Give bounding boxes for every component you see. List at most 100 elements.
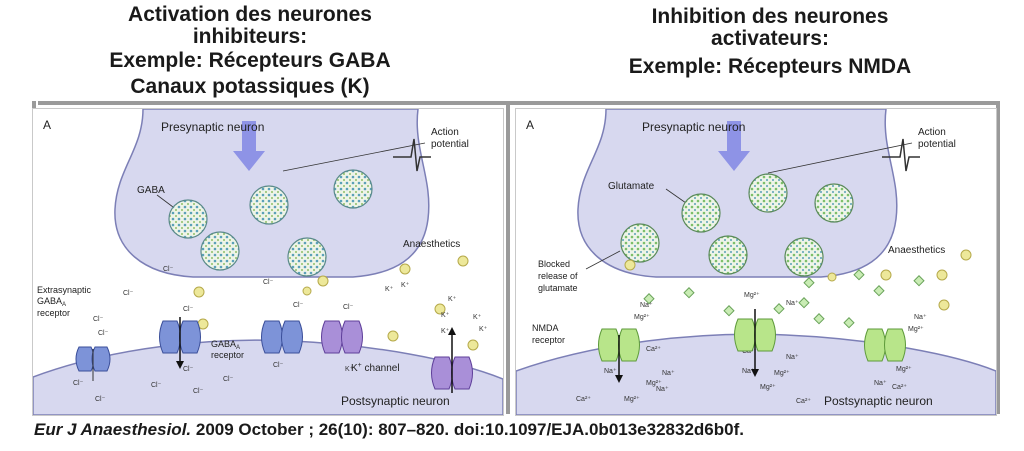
svg-text:Mg²⁺: Mg²⁺ [908, 326, 924, 333]
impulse-arrow [718, 121, 750, 171]
svg-text:Na⁺: Na⁺ [786, 300, 799, 307]
vesicle [620, 223, 660, 263]
citation-details: 2009 October ; 26(10): 807–820. doi:10.1… [191, 420, 744, 439]
anaesthetic-molecules [193, 255, 479, 351]
potassium-efflux-channel [431, 327, 473, 393]
heading-left: Activation des neurones inhibiteurs: Exe… [30, 4, 470, 98]
vesicle [168, 199, 208, 239]
svg-text:Na⁺: Na⁺ [742, 368, 755, 375]
nmda-label-1: NMDA [532, 323, 559, 333]
nmda-receptor-3 [864, 328, 906, 362]
svg-text:Ca²⁺: Ca²⁺ [796, 398, 811, 405]
action-potential-leader [282, 142, 426, 172]
synaptic-gaba-receptor [159, 317, 201, 369]
presynaptic-label: Presynaptic neuron [642, 120, 745, 134]
gaba-a-label-2: receptor [211, 350, 244, 360]
action-potential-label-2: potential [918, 139, 956, 150]
gaba-label: GABA [137, 185, 165, 196]
svg-text:Cl⁻: Cl⁻ [98, 330, 109, 337]
blocked-label-3: glutamate [538, 283, 578, 293]
svg-text:Mg²⁺: Mg²⁺ [624, 396, 640, 403]
svg-text:K⁺: K⁺ [385, 286, 394, 293]
magnesium-ions: Mg²⁺Mg²⁺Mg²⁺ Mg²⁺Mg²⁺Mg²⁺ Mg²⁺Mg²⁺ [624, 292, 924, 403]
sodium-ions: Na⁺Na⁺Na⁺ Na⁺Na⁺Na⁺ Na⁺Na⁺Na⁺ [604, 300, 927, 393]
svg-text:Mg²⁺: Mg²⁺ [744, 292, 760, 299]
vesicle [814, 183, 854, 223]
svg-text:Cl⁻: Cl⁻ [151, 382, 162, 389]
svg-text:Ca²⁺: Ca²⁺ [646, 346, 661, 353]
nmda-diagram: A Presynaptic neuron Action potential Gl… [515, 108, 997, 416]
presynaptic-label: Presynaptic neuron [161, 120, 264, 134]
svg-text:Cl⁻: Cl⁻ [73, 380, 84, 387]
middle-border-bar [506, 101, 510, 414]
nmda-receptor-1 [598, 328, 640, 383]
svg-text:Cl⁻: Cl⁻ [223, 376, 234, 383]
panel-letter: A [526, 118, 534, 132]
glutamate-leader [665, 188, 687, 204]
nmda-diagram-panel: A Presynaptic neuron Action potential Gl… [515, 108, 997, 416]
top-divider [38, 101, 996, 105]
svg-text:Mg²⁺: Mg²⁺ [774, 370, 790, 377]
svg-text:Na⁺: Na⁺ [656, 386, 669, 393]
gaba-a-label-1: GABAA [211, 339, 240, 351]
vesicle [708, 235, 748, 275]
vesicle [249, 185, 289, 225]
svg-text:Mg²⁺: Mg²⁺ [646, 380, 662, 387]
svg-text:Na⁺: Na⁺ [640, 302, 653, 309]
svg-text:K⁺: K⁺ [448, 296, 457, 303]
blocked-leader [585, 250, 621, 270]
svg-text:Cl⁻: Cl⁻ [183, 366, 194, 373]
postsynaptic-label: Postsynaptic neuron [341, 394, 450, 408]
action-potential-label-1: Action [918, 127, 946, 138]
potassium-ions: K⁺K⁺K⁺ K⁺K⁺K⁺ K⁺K⁺ [345, 282, 488, 373]
heading-left-line3: Exemple: Récepteurs GABA [109, 49, 391, 72]
nmda-label-2: receptor [532, 335, 565, 345]
anaesthetics-label: Anaesthetics [888, 245, 945, 256]
action-potential-label-2: potential [431, 139, 469, 150]
heading-right: Inhibition des neurones activateurs: Exe… [540, 6, 1000, 78]
heading-right-line3: Exemple: Récepteurs NMDA [628, 55, 912, 78]
citation-journal: Eur J Anaesthesiol. [34, 420, 192, 439]
svg-text:Cl⁻: Cl⁻ [163, 266, 174, 273]
svg-text:Cl⁻: Cl⁻ [123, 290, 134, 297]
right-border-bar [996, 101, 1000, 414]
glutamate-molecules [643, 269, 925, 329]
svg-text:Cl⁻: Cl⁻ [193, 388, 204, 395]
postsynaptic-label: Postsynaptic neuron [824, 394, 933, 408]
heading-left-line1: Activation des neurones [128, 3, 372, 26]
citation: Eur J Anaesthesiol. 2009 October ; 26(10… [34, 420, 744, 440]
svg-text:Ca²⁺: Ca²⁺ [576, 396, 591, 403]
nmda-receptor-2 [734, 309, 776, 377]
vesicle [748, 173, 788, 213]
vesicle [287, 237, 327, 277]
heading-left-line2: inhibiteurs: [192, 25, 308, 48]
action-potential-trace [393, 138, 431, 172]
blocked-label-1: Blocked [538, 259, 570, 269]
vesicle [784, 237, 824, 277]
anaesthetic-molecules [624, 249, 972, 311]
svg-text:Cl⁻: Cl⁻ [293, 302, 304, 309]
extrasynaptic-label-2: GABAA [37, 296, 66, 308]
svg-text:Cl⁻: Cl⁻ [273, 362, 284, 369]
svg-text:Na⁺: Na⁺ [786, 354, 799, 361]
svg-text:K⁺: K⁺ [441, 328, 450, 335]
svg-text:K⁺: K⁺ [441, 312, 450, 319]
extrasynaptic-label-3: receptor [37, 308, 70, 318]
gaba-diagram: A Presynaptic neuron Action potential GA… [32, 108, 504, 416]
svg-text:Na⁺: Na⁺ [604, 368, 617, 375]
heading-left-line4: Canaux potassiques (K) [130, 75, 370, 98]
svg-text:Na⁺: Na⁺ [874, 380, 887, 387]
svg-text:K⁺: K⁺ [401, 282, 410, 289]
action-potential-leader [767, 142, 913, 174]
gaba-receptor-3 [261, 320, 303, 354]
blocked-label-2: release of [538, 271, 578, 281]
svg-text:Mg²⁺: Mg²⁺ [896, 366, 912, 373]
vesicle [200, 231, 240, 271]
vesicle [681, 193, 721, 233]
svg-text:K⁺: K⁺ [473, 314, 482, 321]
heading-right-line1: Inhibition des neurones [651, 5, 889, 28]
svg-text:K⁺: K⁺ [345, 366, 354, 373]
svg-text:Na⁺: Na⁺ [662, 370, 675, 377]
action-potential-trace [882, 138, 920, 172]
heading-right-line2: activateurs: [711, 27, 829, 50]
